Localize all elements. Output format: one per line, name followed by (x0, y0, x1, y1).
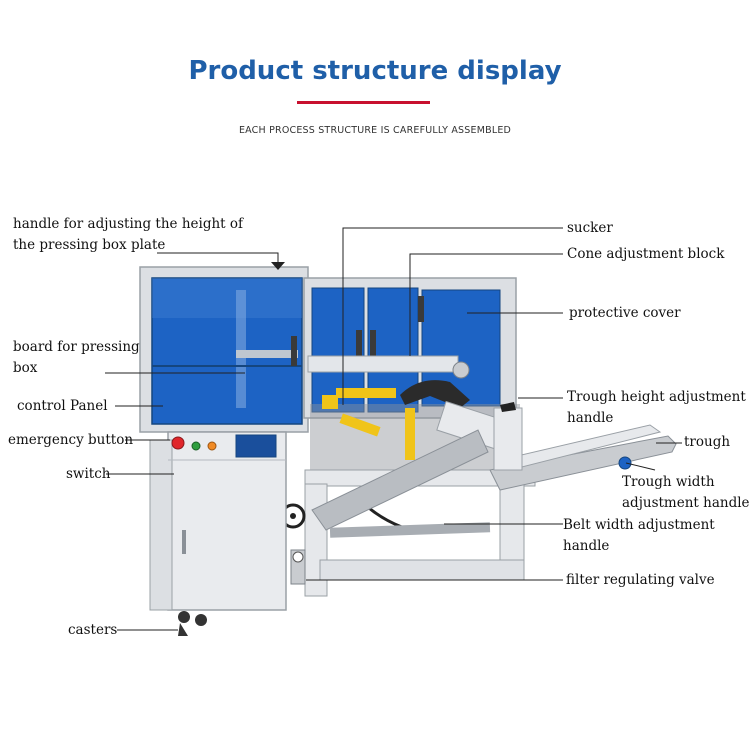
label-emergency-button: emergency button (8, 432, 134, 448)
emergency-button-mark (171, 436, 185, 450)
leader-lines (105, 227, 682, 631)
trough (489, 402, 677, 491)
label-protective-cover: protective cover (569, 305, 681, 321)
label-filter-regulating-valve: filter regulating valve (566, 572, 715, 588)
label-belt-width-line2: handle (563, 538, 610, 554)
label-trough-width-line1: Trough width (622, 474, 715, 490)
label-trough-height-line2: handle (567, 410, 614, 426)
label-trough-width-line2: adjustment handle (622, 495, 750, 511)
label-casters: casters (68, 622, 118, 638)
label-switch: switch (66, 466, 111, 482)
label-height-handle-line2: the pressing box plate (13, 237, 166, 253)
label-pressing-board-line2: box (13, 360, 38, 376)
label-control-panel: control Panel (17, 398, 108, 414)
label-trough-height-line1: Trough height adjustment (567, 389, 746, 405)
label-pressing-board-line1: board for pressing (13, 339, 140, 355)
label-trough: trough (684, 434, 731, 450)
left-enclosure (139, 266, 309, 433)
title-underline (297, 101, 430, 104)
page-title: Product structure display (188, 56, 562, 86)
page-subtitle: EACH PROCESS STRUCTURE IS CAREFULLY ASSE… (238, 125, 512, 136)
label-belt-width-line1: Belt width adjustment (563, 517, 715, 533)
switch-green-mark (191, 441, 201, 451)
switch-orange-mark (207, 441, 217, 451)
label-cone-adjustment-block: Cone adjustment block (567, 246, 725, 262)
label-height-handle-line1: handle for adjusting the height of (13, 216, 243, 232)
label-sucker: sucker (567, 220, 613, 236)
control-cabinet (149, 431, 287, 636)
